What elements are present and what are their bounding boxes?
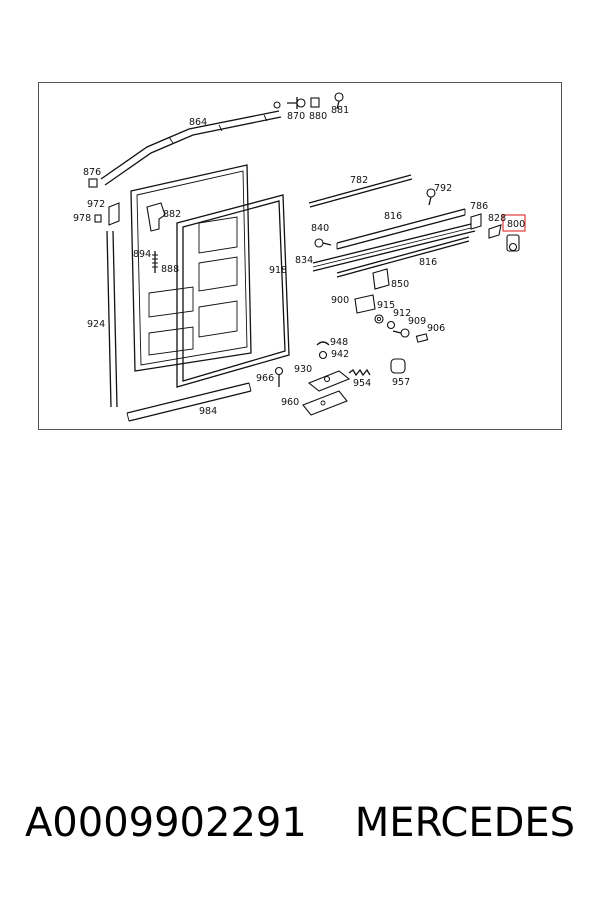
part-906-pad <box>415 333 429 343</box>
callout-957: 957 <box>392 377 410 388</box>
door-inner-panel <box>130 164 252 372</box>
part-840-screw <box>314 238 332 248</box>
callout-954: 954 <box>353 378 371 389</box>
callout-876: 876 <box>83 167 101 178</box>
part-816-rail-lower <box>336 236 470 278</box>
callout-984: 984 <box>199 406 217 417</box>
callout-900: 900 <box>331 295 349 306</box>
callout-880: 880 <box>309 111 327 122</box>
callout-960: 960 <box>281 397 299 408</box>
callout-828: 828 <box>488 213 506 224</box>
part-942-washer <box>318 350 328 360</box>
part-900-holder <box>354 294 376 314</box>
part-800-roller <box>506 234 520 252</box>
callout-978: 978 <box>73 213 91 224</box>
callout-909: 909 <box>408 316 426 327</box>
callout-800: 800 <box>507 219 525 230</box>
part-930-hinge <box>307 370 351 392</box>
part-918-seal <box>176 194 290 388</box>
callout-850: 850 <box>391 279 409 290</box>
callout-924: 924 <box>87 319 105 330</box>
callout-888: 888 <box>161 264 179 275</box>
part-782-strip <box>308 174 413 208</box>
part-960-plate <box>302 390 348 416</box>
part-978-nut <box>94 214 102 223</box>
callout-782: 782 <box>350 175 368 186</box>
part-888-spring <box>152 251 158 273</box>
part-number: A0009902291 <box>24 800 307 846</box>
parts-diagram: 864 870 880 881 876 972 978 882 894 888 … <box>38 82 562 430</box>
part-882-latch <box>146 202 166 232</box>
exploded-view-drawing: 864 870 880 881 876 972 978 882 894 888 … <box>73 92 526 422</box>
brand-name: MERCEDES <box>354 800 576 846</box>
part-786-bracket <box>470 213 482 230</box>
part-870-screw <box>287 97 306 109</box>
callout-786: 786 <box>470 201 488 212</box>
part-972-bracket <box>108 202 120 226</box>
part-909-screw <box>392 328 410 338</box>
part-984-bottom-strip <box>126 382 252 422</box>
part-924-side-strip <box>106 230 118 408</box>
part-864-upper-rail <box>100 101 282 186</box>
callout-942: 942 <box>331 349 349 360</box>
part-966-screw <box>274 366 284 387</box>
part-881-screw <box>334 92 344 110</box>
part-880-nut <box>310 97 320 108</box>
part-816-rail-upper <box>336 208 466 250</box>
callout-870: 870 <box>287 111 305 122</box>
part-834-track <box>312 222 476 272</box>
callout-834: 834 <box>295 255 313 266</box>
part-792-screw <box>426 188 436 206</box>
callout-912: 912 <box>393 308 411 319</box>
callout-881: 881 <box>331 105 349 116</box>
callout-882: 882 <box>163 209 181 220</box>
callout-792: 792 <box>434 183 452 194</box>
part-912-washer <box>386 320 396 330</box>
callout-948: 948 <box>330 337 348 348</box>
part-954-spring <box>348 368 371 377</box>
part-850-carriage <box>372 268 390 290</box>
callout-972: 972 <box>87 199 105 210</box>
callout-816-lower: 816 <box>419 257 437 268</box>
callout-918: 918 <box>269 265 287 276</box>
callout-864: 864 <box>189 117 207 128</box>
part-948-clip <box>316 341 330 346</box>
part-caption: A0009902291 MERCEDES <box>0 800 600 846</box>
callout-966: 966 <box>256 373 274 384</box>
callout-840: 840 <box>311 223 329 234</box>
callout-894: 894 <box>133 249 151 260</box>
part-957-roller <box>390 358 406 374</box>
callout-930: 930 <box>294 364 312 375</box>
part-915-washer <box>374 314 384 324</box>
highlight-box-800 <box>502 214 526 232</box>
part-828-clip <box>488 224 502 239</box>
callout-816-upper: 816 <box>384 211 402 222</box>
part-876-clip <box>88 178 98 188</box>
callout-906: 906 <box>427 323 445 334</box>
callout-915: 915 <box>377 300 395 311</box>
